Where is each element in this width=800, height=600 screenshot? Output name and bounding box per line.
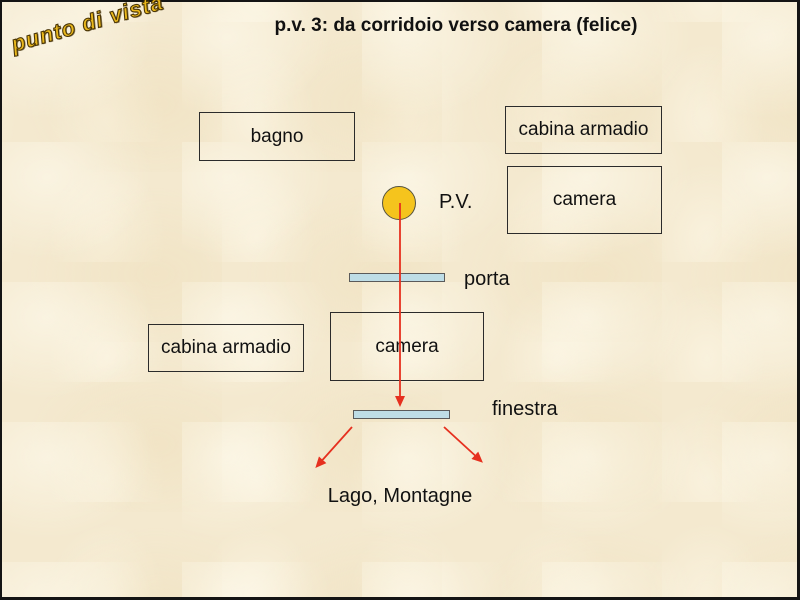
room-box-bagno: bagno: [199, 112, 355, 161]
view-target-label: Lago, Montagne: [327, 485, 473, 507]
room-label-cabina-armadio-top: cabina armadio: [518, 119, 649, 140]
viewpoint-label: P.V.: [439, 191, 473, 213]
sightline-diagonal-right: [443, 426, 483, 463]
door-label: porta: [464, 268, 510, 290]
window-bar: [353, 410, 450, 419]
watermark-punto-di-vista: punto di vista: [8, 0, 167, 57]
room-label-camera-top: camera: [552, 189, 617, 210]
room-label-camera-center: camera: [375, 335, 439, 357]
slide-title: p.v. 3: da corridoio verso camera (felic…: [274, 15, 638, 36]
door-bar: [349, 273, 445, 282]
room-box-camera-top: camera: [507, 166, 662, 234]
room-box-cabina-armadio-top: cabina armadio: [505, 106, 662, 154]
room-label-bagno: bagno: [250, 125, 304, 147]
room-box-camera-center: camera: [330, 312, 484, 381]
sightline-diagonal-left: [315, 426, 353, 468]
room-label-cabina-armadio-left: cabina armadio: [161, 337, 291, 358]
viewpoint-circle: [382, 186, 416, 220]
room-box-cabina-armadio-left: cabina armadio: [148, 324, 304, 372]
window-label: finestra: [492, 398, 558, 420]
